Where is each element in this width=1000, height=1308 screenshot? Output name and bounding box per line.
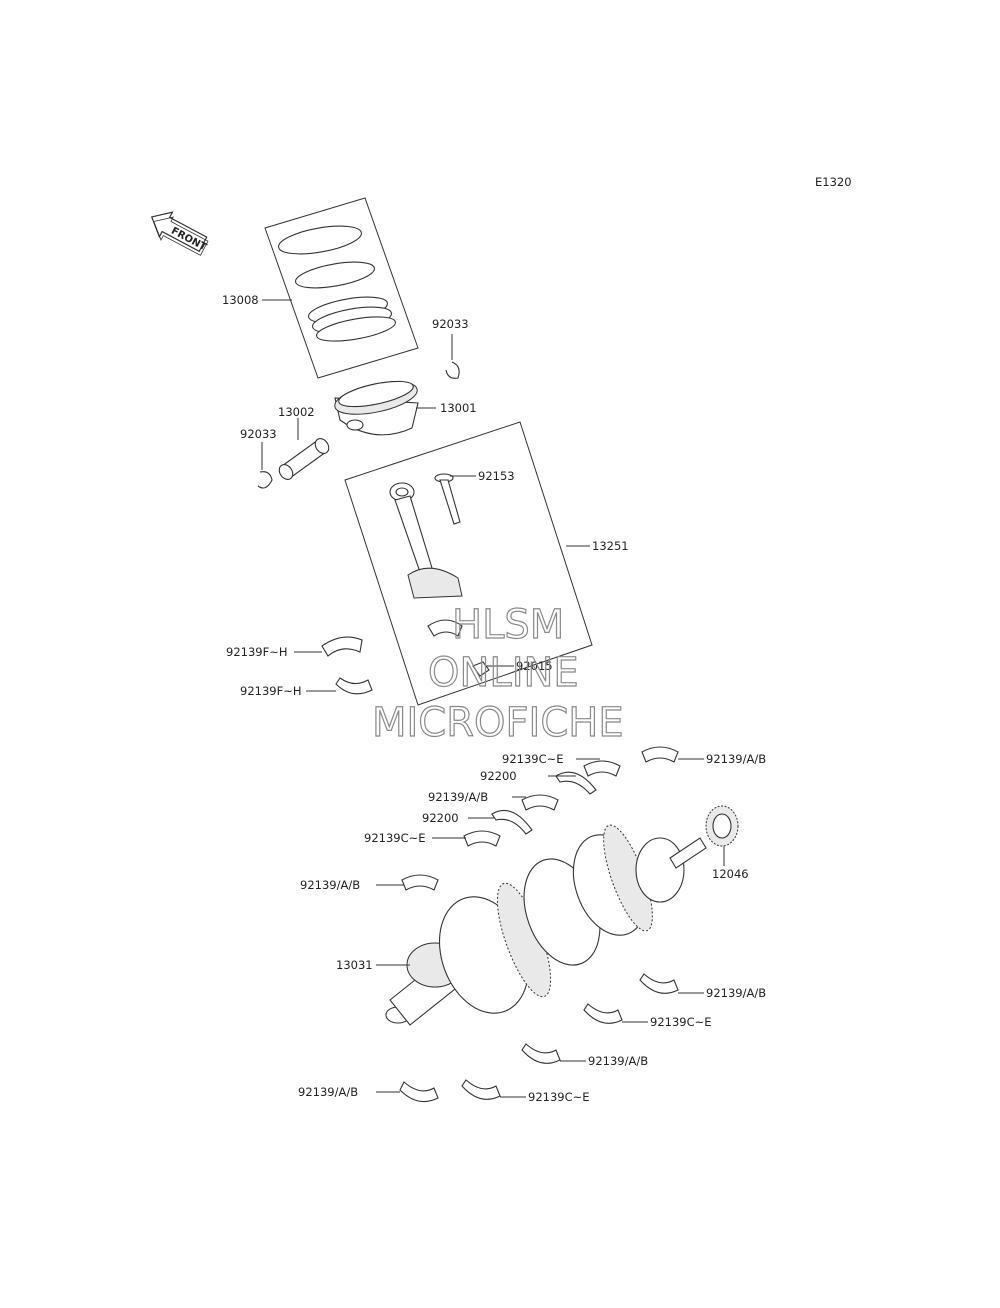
bearing-upper-4 <box>583 760 621 777</box>
gear-12046 <box>705 805 739 847</box>
label-92139ce-bottom1: 92139C~E <box>650 1015 712 1029</box>
bearing-lower-1 <box>399 1081 439 1103</box>
crankshaft <box>385 824 707 1026</box>
bearing-upper-2 <box>463 830 501 847</box>
conrod-nut <box>472 661 490 677</box>
thrust-washer-2 <box>555 771 597 795</box>
bearing-upper-1 <box>401 874 439 891</box>
label-13251: 13251 <box>592 539 629 553</box>
bearing-upper-5 <box>641 746 679 763</box>
piston-rings <box>278 225 396 342</box>
label-92139fh-lower: 92139F~H <box>240 684 301 698</box>
front-arrow-icon: FRONT <box>150 211 209 256</box>
label-92139ab-top5: 92139/A/B <box>300 878 360 892</box>
conrod-bolt <box>434 473 461 525</box>
bearing-lower-2 <box>461 1079 501 1100</box>
bearing-lower-4 <box>583 1003 623 1024</box>
watermark-line1: HLSM <box>452 602 564 648</box>
conrod-bearing-upper <box>321 636 363 657</box>
bearing-lower-5 <box>639 973 679 994</box>
label-92015: 92015 <box>516 659 553 673</box>
label-92139fh-upper: 92139F~H <box>226 645 287 659</box>
figure-code: E1320 <box>815 175 852 189</box>
conrod-bracket <box>344 421 593 706</box>
circlip-upper <box>445 361 460 379</box>
label-92153: 92153 <box>478 469 515 483</box>
label-92033-lower: 92033 <box>240 427 277 441</box>
conrod-bearing-lower <box>335 677 373 695</box>
label-13001: 13001 <box>440 401 477 415</box>
thrust-washer-1 <box>491 809 533 835</box>
connecting-rod <box>389 482 463 599</box>
label-92139ab-top2: 92139/A/B <box>428 790 488 804</box>
leader-lines <box>261 299 725 1098</box>
label-13008: 13008 <box>222 293 259 307</box>
bearing-upper-3 <box>521 794 559 811</box>
piston <box>334 380 419 436</box>
watermark-line2: ONLINE <box>428 650 579 696</box>
ring-set-bracket <box>264 197 419 379</box>
label-92139ab-right-bottom: 92139/A/B <box>706 986 766 1000</box>
watermark: HLSM ONLINE MICROFICHE <box>371 601 624 746</box>
label-92139ab-right-top: 92139/A/B <box>706 752 766 766</box>
label-92139ab-bottom2: 92139/A/B <box>588 1054 648 1068</box>
circlip-lower <box>257 471 273 489</box>
label-92139ce-top1: 92139C~E <box>502 752 564 766</box>
piston-pin <box>278 438 330 480</box>
label-13002: 13002 <box>278 405 315 419</box>
label-92033-upper: 92033 <box>432 317 469 331</box>
label-92139ce-top4: 92139C~E <box>364 831 426 845</box>
watermark-line3: MICROFICHE <box>372 700 624 746</box>
part-labels: 13008 92033 13001 13002 92033 92153 1325… <box>222 293 766 1104</box>
label-92139ab-bottom4: 92139/A/B <box>298 1085 358 1099</box>
label-13031: 13031 <box>336 958 373 972</box>
conrod-cap-bearing <box>427 619 463 637</box>
bearing-lower-3 <box>521 1043 561 1064</box>
label-12046: 12046 <box>712 867 749 881</box>
label-92139ce-bottom3: 92139C~E <box>528 1090 590 1104</box>
label-92200-a: 92200 <box>480 769 517 783</box>
label-92200-b: 92200 <box>422 811 459 825</box>
